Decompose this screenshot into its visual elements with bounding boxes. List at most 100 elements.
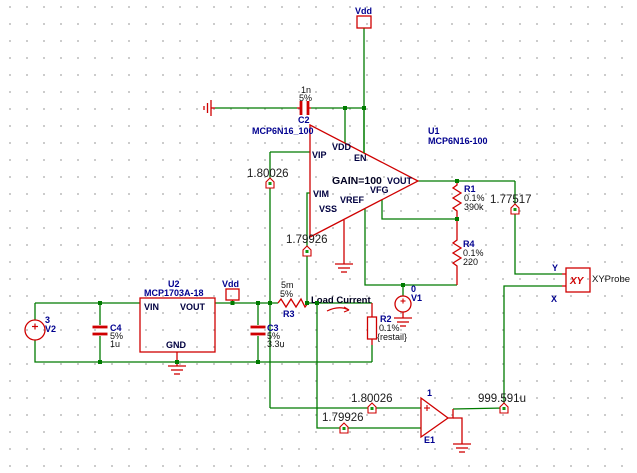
load-current-annotation[interactable]: Load Current: [311, 295, 371, 313]
vdd-jumper-top[interactable]: Vdd: [355, 6, 372, 29]
r3-zigzag[interactable]: [277, 297, 309, 309]
probe-vim[interactable]: 1.79926: [286, 234, 328, 257]
probe-e1-plus-reading: 1.80026: [351, 393, 393, 405]
v2-designator: V2: [45, 324, 56, 334]
junction-dots: [98, 106, 459, 364]
vdd-jumper-symbol[interactable]: [356, 15, 372, 29]
u1-pin-vip: VIP: [312, 150, 327, 160]
e1-triangle[interactable]: [420, 396, 450, 439]
r2-value: {restail}: [377, 332, 407, 342]
c2-designator: C2: [298, 115, 310, 125]
r1-zigzag[interactable]: [451, 181, 463, 219]
wire-e1-minus[interactable]: [316, 303, 421, 429]
current-arrow-icon: [326, 306, 350, 313]
u2-pin-vin: VIN: [144, 302, 159, 312]
xy-input-x-label: X: [551, 294, 557, 304]
c3-value: 3.3u: [267, 339, 285, 349]
v1-designator: V1: [411, 293, 422, 303]
probe-e1-out[interactable]: 999.591u: [478, 393, 526, 414]
probe-vim-reading: 1.79926: [286, 234, 328, 246]
probe-vout[interactable]: 1.77517: [490, 194, 532, 215]
probe-e1-out-reading: 999.591u: [478, 393, 526, 405]
e1-ref-stub: [453, 417, 463, 444]
probe-e1-plus[interactable]: 1.80026: [351, 393, 393, 414]
u1-pin-vref: VREF: [340, 195, 365, 205]
u2-designator: U2: [168, 279, 180, 289]
vdd-top-label: Vdd: [355, 6, 372, 16]
capacitor-c3[interactable]: C3 5% 3.3u: [250, 323, 285, 349]
u1-pin-vss: VSS: [319, 204, 337, 214]
e1-value: 1: [427, 388, 432, 398]
u1-pin-en: EN: [354, 153, 367, 163]
c2-tolerance: 5%: [299, 93, 312, 103]
u1-pin-vout: VOUT: [387, 176, 413, 186]
u2-pin-gnd: GND: [166, 340, 187, 350]
ground-vss-icon: [335, 220, 353, 273]
xy-probe[interactable]: XY Y X XYProbe: [551, 263, 630, 304]
probe-e1-minus[interactable]: 1.79926: [322, 412, 364, 434]
u1-pin-vfg: VFG: [370, 185, 389, 195]
xy-box-label: XY: [569, 276, 585, 287]
r4-tolerance: 0.1%: [463, 248, 484, 258]
source-v1[interactable]: 0 V1: [394, 284, 422, 327]
ground-left-icon[interactable]: [203, 100, 215, 116]
r4-zigzag[interactable]: [451, 219, 463, 285]
xy-probe-box[interactable]: [565, 267, 591, 293]
r1-designator: R1: [464, 184, 476, 194]
v1-plus-sign: [400, 298, 406, 304]
v1-value: 0: [411, 284, 416, 294]
xy-input-y-label: Y: [552, 263, 558, 273]
u1-part-number: MCP6N16-100: [428, 136, 488, 146]
r3-designator: R3: [283, 309, 295, 319]
u1-pin-vim: VIM: [313, 189, 329, 199]
u2-part-number: MCP1703A-18: [144, 288, 204, 298]
e1-source[interactable]: 1 E1: [420, 388, 471, 453]
wire-vfg[interactable]: [381, 200, 457, 220]
resistor-r4[interactable]: R4 0.1% 220: [451, 219, 484, 285]
capacitor-c4[interactable]: C4 5% 1u: [92, 323, 124, 349]
resistor-r1[interactable]: R1 0.1% 390k: [451, 181, 485, 219]
vdd-mid-label: Vdd: [222, 279, 239, 289]
wire-vref[interactable]: [364, 209, 457, 286]
source-v2[interactable]: 3 V2: [24, 315, 56, 341]
resistor-r3[interactable]: 5m 5% R3: [277, 280, 309, 319]
u1-designator: U1: [428, 126, 440, 136]
c4-designator: C4: [110, 323, 122, 333]
xy-probe-name: XYProbe: [592, 274, 630, 285]
r4-designator: R4: [463, 239, 475, 249]
load-current-label: Load Current: [311, 295, 371, 306]
probe-vip-reading: 1.80026: [247, 168, 289, 180]
wire-vim-sense[interactable]: [306, 192, 310, 303]
ground-v1-icon: [394, 312, 412, 327]
r3-value: 5m: [281, 280, 294, 290]
resistor-r2[interactable]: R2 0.1% {restail}: [366, 303, 408, 345]
wire-e1-out[interactable]: [452, 407, 505, 410]
c4-tolerance: 5%: [110, 331, 123, 341]
v2-circle[interactable]: [24, 319, 46, 341]
u1-gain-text: GAIN=100: [332, 175, 382, 187]
probe-vip[interactable]: 1.80026: [247, 168, 289, 189]
u1-model-label: MCP6N16_100: [252, 126, 314, 136]
e1-plus-sign: [424, 405, 430, 411]
wires[interactable]: [34, 28, 562, 429]
capacitor-c2[interactable]: 1n 5% C2: [297, 85, 312, 125]
r1-value: 390k: [464, 202, 484, 212]
c4-value: 1u: [110, 339, 120, 349]
r1-tolerance: 0.1%: [464, 193, 485, 203]
r2-tolerance: 0.1%: [379, 323, 400, 333]
c3-tolerance: 5%: [267, 331, 280, 341]
u2-pin-vout: VOUT: [180, 302, 206, 312]
c3-designator: C3: [267, 323, 279, 333]
r4-value: 220: [463, 257, 478, 267]
u1-pin-vdd: VDD: [332, 142, 352, 152]
ground-e1-icon: [453, 443, 471, 453]
wire-to-x-input[interactable]: [503, 285, 562, 408]
u2-regulator[interactable]: U2 MCP1703A-18 VIN VOUT GND: [139, 279, 216, 375]
u1-opamp[interactable]: MCP6N16_100 U1 MCP6N16-100 VDD VIP EN GA…: [252, 108, 488, 273]
r2-designator: R2: [380, 314, 392, 324]
probe-vout-reading: 1.77517: [490, 194, 532, 206]
c2-value: 1n: [301, 85, 311, 95]
